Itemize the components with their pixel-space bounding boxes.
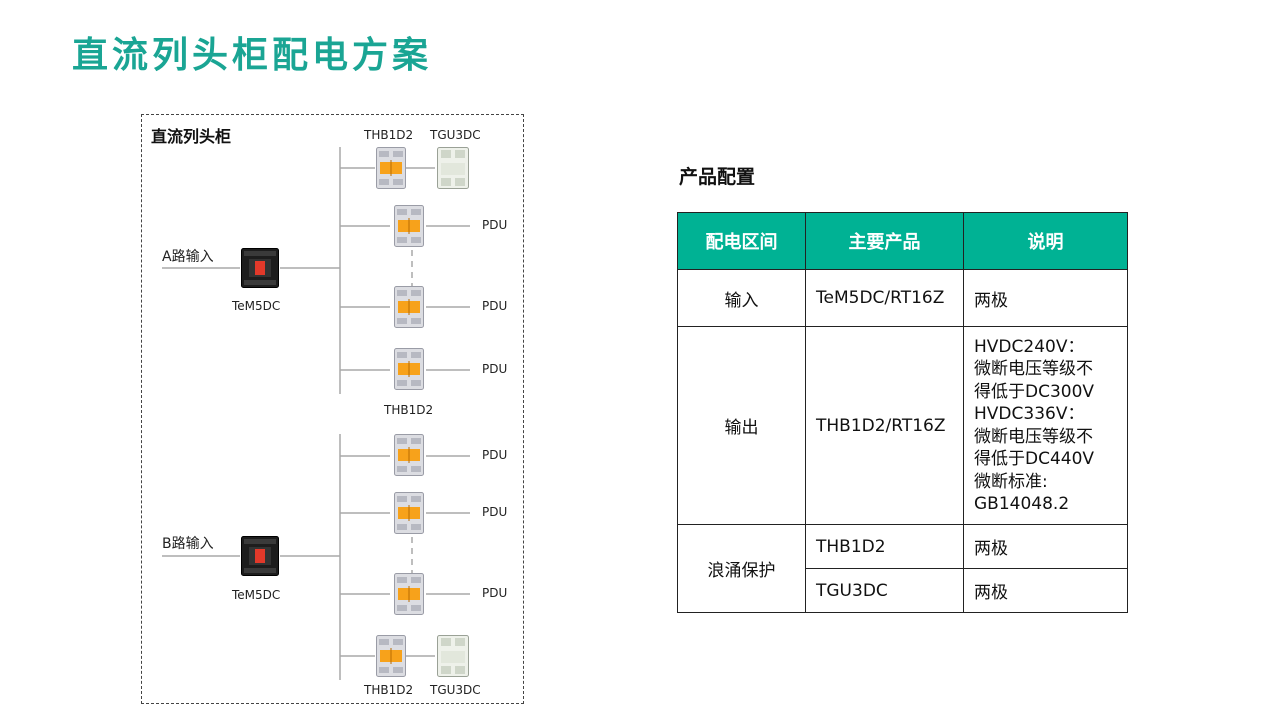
header-zone: 配电区间 xyxy=(677,212,806,270)
main-breaker-icon xyxy=(241,536,279,576)
product-cell: THB1D2/RT16Z xyxy=(805,326,964,525)
header-product: 主要产品 xyxy=(805,212,964,270)
note-line: 得低于DC300V xyxy=(974,381,1095,402)
wiring-diagram: 直流列头柜 THB1D2 TGU3DC A路输入 TeM5DC PDU PDU … xyxy=(141,114,524,704)
table-row-surge: TGU3DC 两极 xyxy=(678,568,1128,613)
branch-breaker-label: THB1D2 xyxy=(384,403,434,417)
branch-breaker-icon xyxy=(376,635,406,677)
pdu-label: PDU xyxy=(482,218,508,232)
input-a-label: A路输入 xyxy=(162,249,214,265)
product-config-table: 配电区间 主要产品 说明 输入 TeM5DC/RT16Z 两极 输出 THB1D… xyxy=(677,212,1128,613)
table-row-surge: 浪涌保护 THB1D2 两极 xyxy=(677,524,1128,613)
branch-breaker-icon xyxy=(394,205,424,247)
note-line: 微断电压等级不 xyxy=(974,359,1093,379)
surge-protector-icon xyxy=(437,147,469,189)
config-title: 产品配置 xyxy=(679,166,756,188)
pdu-label: PDU xyxy=(482,505,508,519)
header-note: 说明 xyxy=(963,212,1128,270)
main-breaker-label: TeM5DC xyxy=(232,299,281,313)
pdu-label: PDU xyxy=(482,586,508,600)
cabinet-title: 直流列头柜 xyxy=(151,127,232,146)
main-breaker-label: TeM5DC xyxy=(232,588,281,602)
note-cell: 两极 xyxy=(963,568,1128,613)
pdu-label: PDU xyxy=(482,299,508,313)
zone-cell: 输入 xyxy=(677,269,806,327)
branch-breaker-icon xyxy=(394,492,424,534)
table-row-input: 输入 TeM5DC/RT16Z 两极 xyxy=(677,269,1128,327)
product-cell: THB1D2 xyxy=(805,524,964,569)
note-line: HVDC336V： xyxy=(974,404,1085,424)
note-line: 微断电压等级不 xyxy=(974,426,1093,447)
pdu-label: PDU xyxy=(482,448,508,462)
input-b-label: B路输入 xyxy=(162,536,214,552)
branch-breaker-icon xyxy=(394,573,424,615)
note-line: 微断标准: xyxy=(974,471,1048,492)
note-line: HVDC240V： xyxy=(974,336,1085,357)
branch-breaker-icon xyxy=(394,286,424,328)
wiring-lines xyxy=(162,147,470,680)
note-cell: 两极 xyxy=(963,524,1128,569)
note-line: 得低于DC440V xyxy=(974,449,1095,469)
page-title: 直流列头柜配电方案 xyxy=(72,35,433,76)
pdu-label: PDU xyxy=(482,362,508,376)
branch-breaker-label: THB1D2 xyxy=(364,128,414,142)
note-cell: 两极 xyxy=(963,269,1128,327)
product-cell: TeM5DC/RT16Z xyxy=(805,269,964,327)
note-cell: HVDC240V： 微断电压等级不 得低于DC300V HVDC336V： 微断… xyxy=(963,326,1128,525)
main-breaker-icon xyxy=(241,248,279,288)
zone-cell: 浪涌保护 xyxy=(677,524,806,613)
product-cell: TGU3DC xyxy=(805,568,964,613)
surge-protector-label: TGU3DC xyxy=(430,128,481,142)
note-line: GB14048.2 xyxy=(974,494,1070,514)
branch-breaker-icon xyxy=(376,147,406,189)
surge-protector-icon xyxy=(437,635,469,677)
branch-breaker-icon xyxy=(394,348,424,390)
zone-cell: 输出 xyxy=(677,326,806,525)
surge-protector-label: TGU3DC xyxy=(430,683,481,697)
branch-breaker-label: THB1D2 xyxy=(364,683,414,697)
branch-breaker-icon xyxy=(394,434,424,476)
table-row-output: 输出 THB1D2/RT16Z HVDC240V： 微断电压等级不 得低于DC3… xyxy=(677,326,1128,525)
